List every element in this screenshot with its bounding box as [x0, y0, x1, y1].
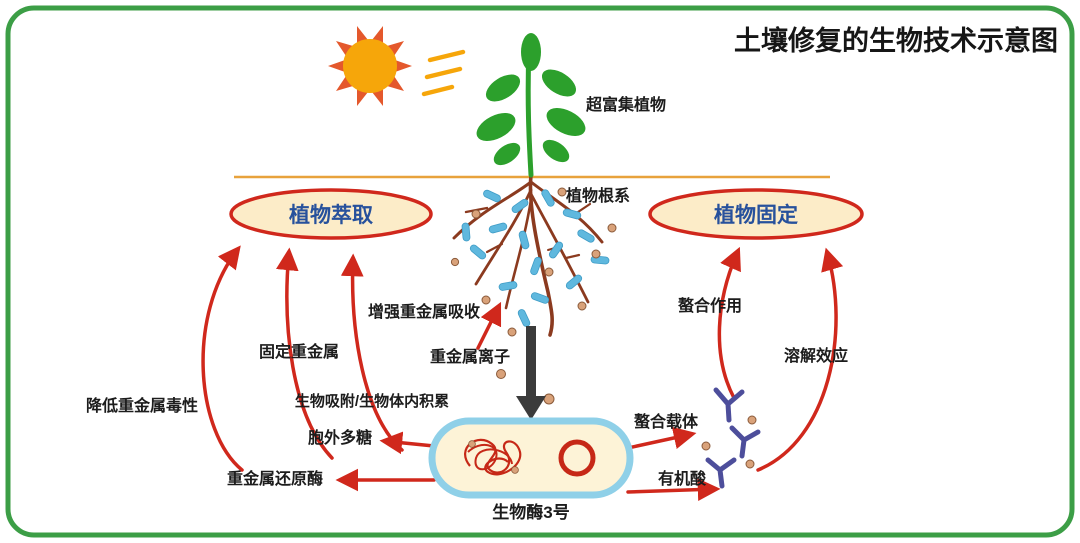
- reduce-toxicity-label: 降低重金属毒性: [86, 396, 198, 415]
- chelating-carrier-label: 螯合载体: [633, 412, 699, 431]
- arrow-dissolution: [756, 247, 844, 472]
- dna-tangle-icon-2: [467, 443, 513, 471]
- chelator-ion-dots: [701, 415, 757, 469]
- bio-enzyme-cell: [428, 417, 634, 499]
- organic-acid-label: 有机酸: [658, 469, 707, 488]
- hyperaccumulator-plant: [476, 33, 586, 178]
- heavy-metal-ions-arrow: [516, 326, 546, 420]
- dissolution-label: 溶解效应: [784, 346, 848, 365]
- sun-icon: [328, 26, 412, 106]
- enhance-absorption-label: 增强重金属吸收: [368, 302, 480, 321]
- phytostabilization-node: 植物固定: [648, 188, 864, 240]
- plasmid-ring-icon: [558, 439, 596, 477]
- chelator-molecules-icon: [705, 387, 761, 489]
- diagram-border: [5, 5, 1075, 538]
- phytostabilization-label: 植物固定: [714, 203, 798, 227]
- arrow-reduce-toxicity: [201, 245, 244, 472]
- phytoextraction-label: 植物萃取: [289, 203, 373, 227]
- arrow-chelation: [717, 246, 741, 400]
- arrow-chelating-carrier: [626, 426, 697, 450]
- exopolysaccharide-label: 胞外多糖: [307, 428, 372, 447]
- metal-reductase-label: 重金属还原酶: [227, 469, 323, 488]
- process-arrows: [201, 245, 844, 501]
- soil-bacteria-icons: [461, 189, 610, 327]
- chelation-label: 螯合作用: [677, 296, 742, 315]
- plant-label: 超富集植物: [585, 95, 666, 114]
- arrow-fix-heavy-metals: [275, 247, 334, 460]
- dna-tangle-icon: [464, 438, 522, 476]
- bio-enzyme-label: 生物酶3号: [492, 502, 569, 522]
- metal-ion-dots: [450, 187, 617, 405]
- arrow-biosorption: [340, 253, 404, 452]
- heavy-metal-ions-label: 重金属离子: [430, 347, 510, 366]
- phytoextraction-node: 植物萃取: [229, 188, 433, 240]
- fix-heavy-metals-label: 固定重金属: [259, 342, 339, 361]
- biosorption-label: 生物吸附/生物体内积累: [295, 392, 449, 410]
- arrow-enhance-absorption: [476, 301, 502, 350]
- sun-rays-icon: [421, 49, 466, 97]
- roots-label: 植物根系: [565, 186, 630, 205]
- arrow-organic-acid: [626, 478, 721, 501]
- diagram-title: 土壤修复的生物技术示意图: [734, 25, 1058, 56]
